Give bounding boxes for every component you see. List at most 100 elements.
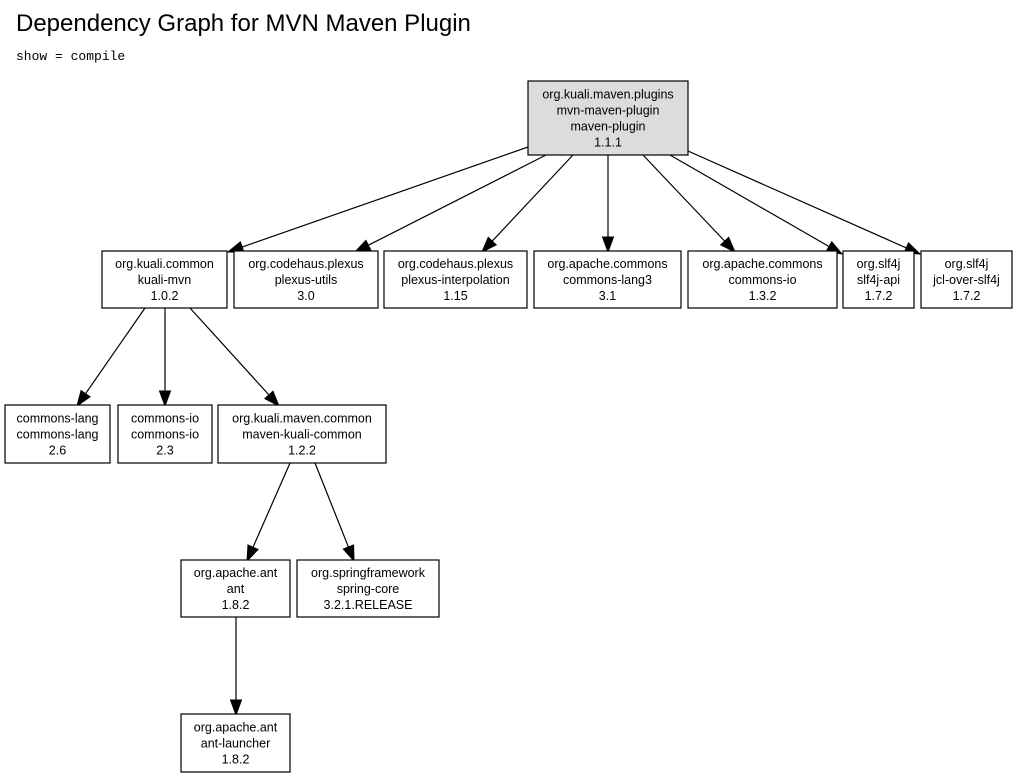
dependency-node-plexus-utils[interactable]: org.codehaus.plexus plexus-utils 3.0 (233, 250, 379, 309)
scope-filter-label: show = compile (16, 49, 126, 64)
node-version-label: 3.2.1.RELEASE (324, 598, 413, 612)
arrowhead-icon (229, 699, 243, 717)
edge-line (669, 154, 830, 248)
node-artifact-label: plexus-utils (275, 273, 338, 287)
edge-line (314, 462, 350, 548)
node-artifact-label: commons-lang3 (563, 273, 652, 287)
dependency-edge-root-to-plexus-interpolation (481, 154, 574, 254)
arrowhead-icon (342, 544, 355, 563)
node-version-label: 1.7.2 (865, 289, 893, 303)
node-box (4, 404, 111, 464)
edge-line (687, 150, 907, 249)
dependency-edge-kuali-mvn-to-commons-io (158, 308, 172, 408)
node-box (842, 250, 915, 309)
dependency-edge-ant-to-ant-launcher (229, 617, 243, 717)
node-group-label: commons-io (131, 412, 199, 426)
node-artifact-label: ant-launcher (201, 737, 271, 751)
node-version-label: 1.8.2 (222, 753, 250, 767)
dependency-node-commons-io[interactable]: commons-io commons-io 2.3 (117, 404, 213, 464)
node-artifact-label: mvn-maven-plugin (557, 104, 660, 118)
dependency-edge-root-to-kuali-mvn (226, 146, 529, 253)
edge-line (491, 154, 574, 242)
node-artifact-label: commons-lang (17, 428, 99, 442)
node-group-label: org.apache.ant (194, 721, 278, 735)
node-artifact-label: ant (227, 582, 245, 596)
node-box (101, 250, 228, 309)
node-group-label: org.apache.ant (194, 566, 278, 580)
dependency-edge-root-to-plexus-utils (353, 154, 547, 253)
node-version-label: 1.15 (443, 289, 467, 303)
node-artifact-label: spring-core (337, 582, 400, 596)
node-version-label: 2.3 (156, 444, 173, 458)
node-group-label: org.kuali.maven.plugins (542, 88, 673, 102)
node-box (527, 80, 689, 156)
arrowhead-icon (719, 236, 736, 254)
edge-line (85, 307, 146, 395)
arrowhead-icon (246, 544, 259, 563)
node-box (296, 559, 440, 618)
node-box (687, 250, 838, 309)
arrowhead-icon (158, 390, 172, 408)
node-group-label: commons-lang (17, 412, 99, 426)
node-box (117, 404, 213, 464)
page-title: Dependency Graph for MVN Maven Plugin (16, 10, 471, 37)
node-artifact-label: commons-io (131, 428, 199, 442)
node-group-label: org.codehaus.plexus (248, 257, 363, 271)
node-artifact-label: jcl-over-slf4j (932, 273, 1000, 287)
node-box (533, 250, 682, 309)
node-version-label: 1.3.2 (749, 289, 777, 303)
node-artifact-label: maven-kuali-common (242, 428, 362, 442)
dependency-node-commons-lang[interactable]: commons-lang commons-lang 2.6 (4, 404, 111, 464)
arrowhead-icon (76, 389, 91, 408)
dependency-node-root[interactable]: org.kuali.maven.pluginsmvn-maven-pluginm… (527, 80, 689, 156)
node-box (180, 713, 291, 773)
edge-line (642, 154, 726, 242)
dependency-node-jcl-over-slf4j[interactable]: org.slf4j jcl-over-slf4j 1.7.2 (920, 250, 1013, 309)
node-version-label: 1.1.1 (594, 136, 622, 150)
node-box (920, 250, 1013, 309)
node-group-label: org.kuali.common (115, 257, 214, 271)
dependency-edge-root-to-slf4j-api (669, 154, 844, 255)
dependency-edge-root-to-commons-io-apache (642, 154, 736, 254)
node-version-label: 3.0 (297, 289, 314, 303)
node-artifact-label: kuali-mvn (138, 273, 192, 287)
dependency-edge-kuali-mvn-to-maven-kuali-common (189, 307, 280, 408)
node-version-label: 3.1 (599, 289, 616, 303)
node-version-label: 1.2.2 (288, 444, 316, 458)
node-version-label: 1.0.2 (151, 289, 179, 303)
node-group-label: org.springframework (311, 566, 426, 580)
dependency-edge-maven-kuali-common-to-ant (246, 462, 291, 563)
dependency-node-commons-lang3[interactable]: org.apache.commons commons-lang3 3.1 (533, 250, 682, 309)
dependency-node-spring-core[interactable]: org.springframework spring-core 3.2.1.RELE… (296, 559, 440, 618)
node-box (383, 250, 528, 309)
node-version-label: 2.6 (49, 444, 66, 458)
dependency-node-kuali-mvn[interactable]: org.kuali.common kuali-mvn 1.0.2 (101, 250, 228, 309)
node-box (217, 404, 387, 464)
dependency-edge-maven-kuali-common-to-spring-core (314, 462, 355, 563)
node-box (233, 250, 379, 309)
node-group-label: org.slf4j (945, 257, 989, 271)
node-group-label: org.kuali.maven.common (232, 412, 372, 426)
dependency-node-ant-launcher[interactable]: org.apache.ant ant-launcher 1.8.2 (180, 713, 291, 773)
node-artifact-label: slf4j-api (857, 273, 900, 287)
edge-line (252, 462, 291, 548)
node-group-label: org.slf4j (857, 257, 901, 271)
arrowhead-icon (601, 236, 615, 254)
arrowhead-icon (263, 390, 280, 408)
node-version-label: 1.7.2 (953, 289, 981, 303)
dependency-node-maven-kuali-common[interactable]: org.kuali.maven.common maven-kuali-common… (217, 404, 387, 464)
arrowhead-icon (481, 236, 498, 254)
dependency-node-plexus-interpolation[interactable]: org.codehaus.plexusplexus-interpolation1… (383, 250, 528, 309)
edge-line (189, 307, 270, 396)
node-group-label: org.codehaus.plexus (398, 257, 513, 271)
edge-line (241, 146, 529, 248)
node-box (180, 559, 291, 618)
node-group-label: org.apache.commons (547, 257, 667, 271)
edge-line (368, 154, 547, 246)
dependency-node-slf4j-api[interactable]: org.slf4j slf4j-api 1.7.2 (842, 250, 915, 309)
dependency-edge-root-to-commons-lang3 (601, 155, 615, 254)
node-artifact-label: commons-io (728, 273, 796, 287)
